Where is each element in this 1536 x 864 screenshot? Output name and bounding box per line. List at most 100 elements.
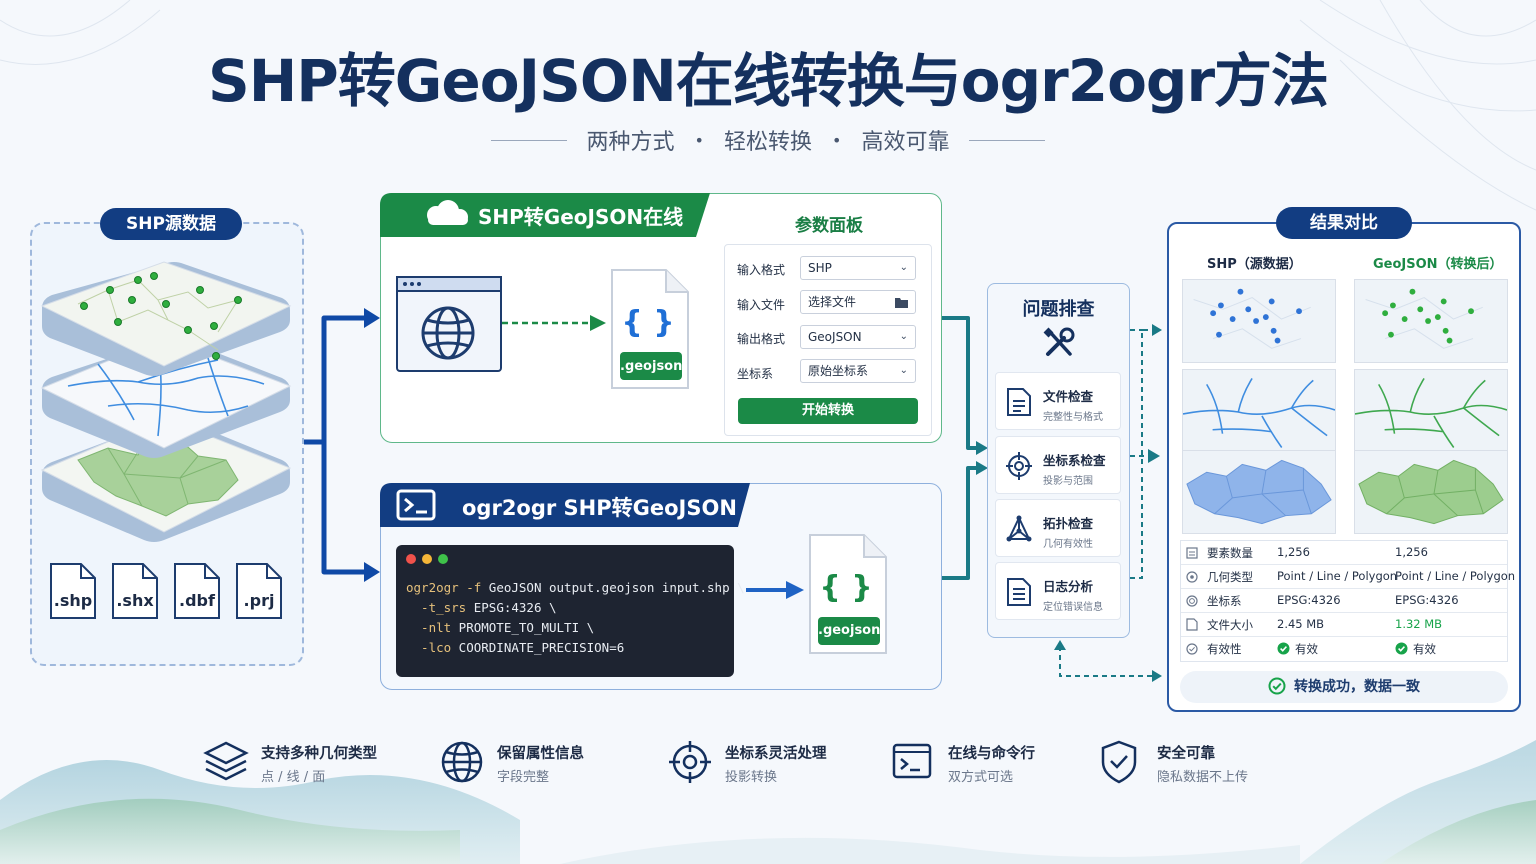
geojson-file-icon: { }	[611, 269, 689, 389]
target-icon	[669, 741, 711, 783]
crosshair-icon	[1006, 452, 1032, 480]
results-label: 结果对比	[1276, 207, 1412, 239]
shield-check-icon	[1101, 740, 1137, 784]
command-line: -t_srs EPSG:4326 \	[406, 600, 557, 615]
param-label-crs: 坐标系	[737, 367, 774, 381]
troubleshoot-item-topology-check[interactable]: 拓扑检查 几何有效性	[995, 499, 1121, 557]
log-icon	[1007, 578, 1031, 606]
check-circle-icon	[1186, 643, 1198, 655]
file-icon	[236, 563, 282, 619]
online-panel-title: SHP转GeoJSON在线	[478, 205, 684, 229]
file-icon	[174, 563, 220, 619]
troubleshoot-item-file-check[interactable]: 文件检查 完整性与格式	[995, 372, 1121, 430]
ogr-panel-header	[380, 483, 750, 527]
param-label-output-format: 输出格式	[737, 332, 786, 346]
line-layer	[40, 337, 292, 458]
results-col-shp: SHP（源数据）	[1207, 257, 1302, 272]
file-icon	[50, 563, 96, 619]
file-icon-prj: .prj	[235, 562, 283, 620]
troubleshoot-item-title: 日志分析	[1043, 579, 1094, 594]
table-row: 几何类型 Point / Line / Polygon Point / Line…	[1181, 565, 1515, 589]
row-shp-value: 2.45 MB	[1277, 617, 1325, 631]
layers-icon	[1186, 547, 1198, 559]
map-layers-illustration	[40, 261, 292, 542]
geojson-file-label: .geojson	[818, 623, 881, 638]
file-icon	[112, 563, 158, 619]
point-layer	[40, 261, 292, 376]
row-geojson-value: 1,256	[1395, 545, 1428, 559]
input-file-value: 选择文件	[808, 295, 857, 309]
topology-icon	[1006, 515, 1032, 542]
subtitle-line-left	[490, 139, 567, 141]
row-label: 几何类型	[1207, 570, 1253, 584]
row-geojson-value: Point / Line / Polygon	[1395, 569, 1516, 583]
row-geojson-value: 有效	[1413, 642, 1436, 656]
file-extension: .dbf	[179, 591, 215, 610]
feature-title: 安全可靠	[1157, 746, 1215, 762]
start-convert-button[interactable]: 开始转换	[738, 398, 918, 424]
feature-title: 在线与命令行	[948, 746, 1035, 762]
file-icon-shx: .shx	[111, 562, 159, 620]
shp-lines-thumbnail	[1182, 369, 1336, 453]
param-label-input-file: 输入文件	[737, 298, 786, 312]
globe-icon	[421, 306, 475, 360]
command-line: -lco COORDINATE_PRECISION=6	[406, 640, 625, 655]
troubleshoot-item-log-analysis[interactable]: 日志分析 定位错误信息	[995, 562, 1121, 620]
window-minimize-dot	[422, 554, 432, 564]
page-title: SHP转GeoJSON在线转换与ogr2ogr方法	[207, 47, 1329, 115]
troubleshoot-item-crs-check[interactable]: 坐标系检查 投影与范围	[995, 436, 1121, 494]
row-shp-value: EPSG:4326	[1277, 593, 1341, 607]
svg-text:{ }: { }	[819, 570, 872, 605]
chevron-down-icon: ⌄	[899, 262, 908, 273]
svg-text:{ }: { }	[621, 305, 674, 340]
feature-title: 坐标系灵活处理	[725, 746, 827, 762]
crs-icon	[1186, 595, 1198, 607]
file-extension: .shp	[53, 591, 93, 610]
geojson-points-thumbnail	[1354, 279, 1508, 363]
feature-sub: 隐私数据不上传	[1157, 770, 1249, 785]
row-geojson-value: 1.32 MB	[1395, 617, 1443, 631]
subtitle-dot: •	[694, 130, 704, 150]
feature-title: 保留属性信息	[497, 746, 584, 762]
subtitle: 两种方式 • 轻松转换 • 高效可靠	[0, 124, 1536, 156]
polygon-layer	[40, 417, 292, 542]
ogr-panel-title: ogr2ogr SHP转GeoJSON	[462, 496, 737, 520]
input-format-select[interactable]: SHP ⌄	[800, 256, 916, 280]
troubleshoot-item-title: 拓扑检查	[1043, 516, 1094, 531]
row-label: 坐标系	[1207, 594, 1242, 608]
command-line: -nlt PROMOTE_TO_MULTI \	[406, 620, 595, 635]
file-icon-dbf: .dbf	[173, 562, 221, 620]
flow-arrow-online	[502, 315, 606, 331]
row-shp-value: 1,256	[1277, 545, 1310, 559]
cloud-icon	[427, 200, 468, 225]
file-icon-shp: .shp	[49, 562, 97, 620]
geojson-file-icon: { }	[809, 534, 887, 654]
globe-icon	[441, 741, 483, 783]
online-panel-header	[380, 193, 710, 237]
check-circle-icon	[1277, 642, 1290, 655]
command-line: ogr2ogr -f GeoJSON output.geojson input.…	[406, 580, 745, 595]
file-extension: .prj	[243, 591, 275, 610]
table-row: 有效性 有效 有效	[1181, 637, 1507, 661]
table-row: 坐标系 EPSG:4326 EPSG:4326	[1181, 589, 1507, 613]
check-circle-icon	[1395, 642, 1408, 655]
file-size-icon	[1186, 618, 1198, 631]
subtitle-dot: •	[832, 130, 842, 150]
shp-points-thumbnail	[1182, 279, 1336, 363]
folder-icon	[895, 298, 908, 308]
shp-polygons-thumbnail	[1182, 450, 1336, 534]
output-format-select[interactable]: GeoJSON ⌄	[800, 325, 916, 349]
crs-select[interactable]: 原始坐标系 ⌄	[800, 359, 916, 383]
input-file-picker[interactable]: 选择文件	[800, 290, 916, 314]
row-label: 有效性	[1207, 642, 1242, 656]
table-row: 要素数量 1,256 1,256	[1181, 541, 1507, 565]
troubleshoot-item-sub: 几何有效性	[1043, 539, 1093, 550]
check-circle-icon	[1268, 677, 1286, 695]
flow-arrow-ogr	[746, 581, 804, 599]
subtitle-item: 高效可靠	[861, 130, 950, 155]
results-col-geojson: GeoJSON（转换后）	[1373, 257, 1503, 272]
terminal-window: ogr2ogr -f GeoJSON output.geojson input.…	[396, 545, 745, 677]
subtitle-line-right	[969, 139, 1046, 141]
shape-icon	[1186, 571, 1198, 583]
success-banner: 转换成功，数据一致	[1180, 671, 1508, 703]
